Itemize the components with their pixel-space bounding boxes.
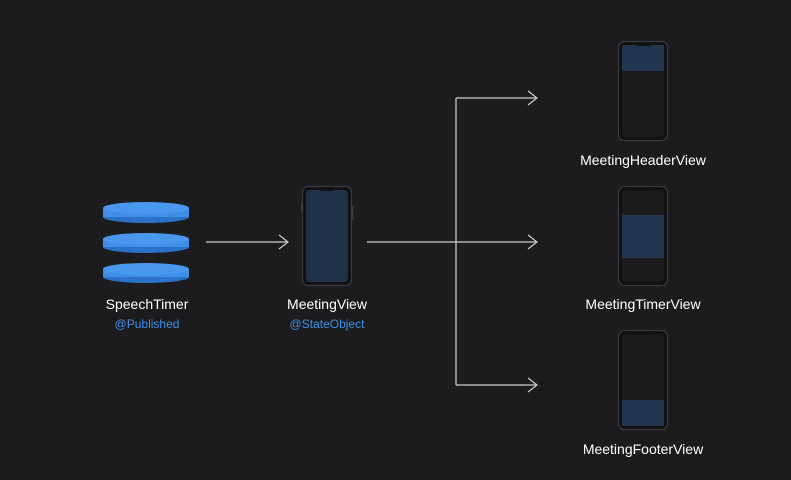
source-name-label: SpeechTimer: [105, 296, 189, 312]
timer-view-label: MeetingTimerView: [585, 296, 701, 312]
arrow-source-to-main: [206, 234, 289, 250]
source-wrapper-label: @Published: [114, 317, 180, 331]
header-view-phone-icon: [617, 40, 669, 142]
timer-view-phone-icon: [617, 185, 669, 287]
main-view-wrapper-label: @StateObject: [289, 317, 365, 331]
database-icon: [103, 202, 189, 283]
main-view-phone-icon: [301, 185, 354, 287]
main-view-name-label: MeetingView: [287, 296, 367, 312]
footer-view-label: MeetingFooterView: [582, 441, 704, 457]
branch-connectors: [367, 90, 538, 393]
header-view-label: MeetingHeaderView: [580, 152, 706, 168]
footer-view-phone-icon: [617, 329, 669, 431]
